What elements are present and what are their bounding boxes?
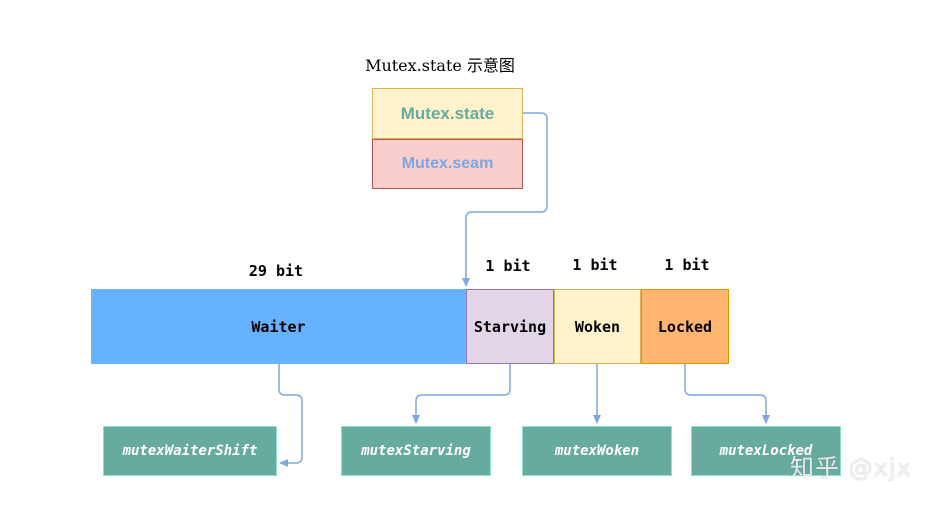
locked-segment: Locked [641,289,729,364]
starving-segment: Starving [466,289,554,364]
woken-bit-width: 1 bit [572,256,618,274]
starving-bit-width: 1 bit [485,257,531,275]
waiter-segment: Waiter [91,289,466,364]
mutex-starving-constant: mutexStarving [341,426,491,476]
mutex-state-field: Mutex.state [372,88,523,139]
mutex-woken-constant: mutexWoken [522,426,672,476]
waiter-bit-width: 29 bit [248,262,304,280]
state-to-bits-connector [462,112,548,287]
woken-segment: Woken [554,289,641,364]
waiter-to-constant-connector [278,364,303,467]
starving-to-constant-connector [412,364,511,424]
mutex-sema-field: Mutex.seam [372,139,523,189]
watermark: 知乎 @xjx [790,454,912,482]
diagram-title: Mutex.state 示意图 [365,56,515,75]
locked-to-constant-connector [684,364,770,424]
mutex-waiter-shift-constant: mutexWaiterShift [103,426,277,476]
locked-bit-width: 1 bit [664,256,710,274]
mutex-locked-constant: mutexLocked [691,426,841,476]
